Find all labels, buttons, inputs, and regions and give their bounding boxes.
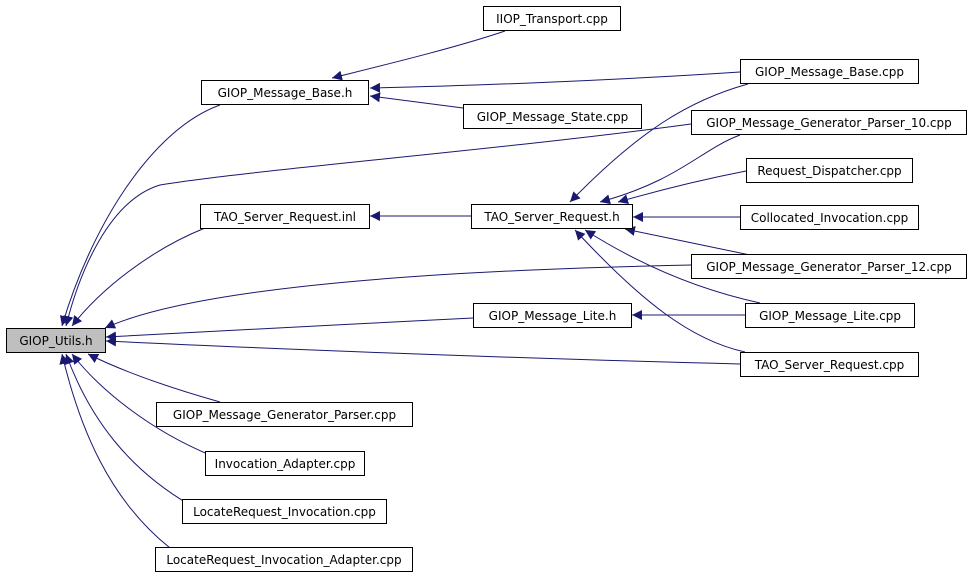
edge-invocation-adapter-cpp-to-giop-utils-h bbox=[71, 353, 211, 456]
node-label: TAO_Server_Request.inl bbox=[213, 210, 356, 224]
edge-giop-message-generator-parser-cpp-to-giop-utils-h bbox=[87, 353, 221, 403]
edge-iiop-transport-cpp-to-giop-message-base-h bbox=[331, 30, 506, 81]
edge-locaterequest-invocation-cpp-to-giop-utils-h bbox=[64, 353, 191, 506]
edge-tao-server-request-inl-to-giop-utils-h bbox=[71, 227, 206, 327]
node-label: GIOP_Message_Generator_Parser_10.cpp bbox=[706, 116, 952, 130]
node-giop-message-lite-cpp[interactable]: GIOP_Message_Lite.cpp bbox=[745, 303, 915, 328]
edge-giop-message-base-cpp-to-tao-server-request-h bbox=[569, 83, 749, 203]
edge-locaterequest-invocation-adapter-cpp-to-giop-utils-h bbox=[59, 353, 171, 549]
node-label: TAO_Server_Request.h bbox=[483, 210, 619, 224]
edge-giop-message-generator-parser-12-cpp-to-tao-server-request-h bbox=[624, 226, 751, 256]
node-label: GIOP_Message_Generator_Parser_12.cpp bbox=[706, 260, 952, 274]
node-label: GIOP_Message_Lite.cpp bbox=[759, 309, 901, 323]
edge-giop-message-state-cpp-to-giop-message-base-h bbox=[369, 92, 464, 109]
edge-tao-server-request-cpp-to-tao-server-request-h bbox=[574, 229, 746, 353]
node-locaterequest-invocation-cpp[interactable]: LocateRequest_Invocation.cpp bbox=[182, 499, 387, 524]
dependency-edges bbox=[59, 30, 761, 549]
node-label: Collocated_Invocation.cpp bbox=[751, 211, 909, 225]
node-label: GIOP_Message_Base.h bbox=[218, 86, 353, 100]
node-label: Invocation_Adapter.cpp bbox=[215, 457, 356, 471]
node-label: Request_Dispatcher.cpp bbox=[757, 164, 901, 178]
edge-tao-server-request-cpp-to-giop-utils-h bbox=[105, 336, 741, 365]
node-iiop-transport-cpp[interactable]: IIOP_Transport.cpp bbox=[483, 6, 621, 31]
edge-giop-message-lite-cpp-to-tao-server-request-h bbox=[584, 229, 761, 304]
node-giop-message-generator-parser-cpp[interactable]: GIOP_Message_Generator_Parser.cpp bbox=[156, 402, 413, 427]
node-label: GIOP_Utils.h bbox=[19, 334, 92, 348]
node-giop-message-base-cpp[interactable]: GIOP_Message_Base.cpp bbox=[740, 59, 919, 84]
node-giop-utils-h[interactable]: GIOP_Utils.h bbox=[6, 328, 106, 353]
node-tao-server-request-inl[interactable]: TAO_Server_Request.inl bbox=[200, 204, 370, 229]
node-request-dispatcher-cpp[interactable]: Request_Dispatcher.cpp bbox=[746, 158, 913, 183]
node-giop-message-lite-h[interactable]: GIOP_Message_Lite.h bbox=[473, 303, 632, 328]
node-giop-message-state-cpp[interactable]: GIOP_Message_State.cpp bbox=[463, 104, 642, 129]
edge-giop-message-base-h-to-giop-utils-h bbox=[60, 104, 221, 327]
edge-giop-message-lite-h-to-giop-utils-h bbox=[105, 317, 474, 342]
node-locaterequest-invocation-adapter-cpp[interactable]: LocateRequest_Invocation_Adapter.cpp bbox=[155, 547, 413, 572]
node-giop-message-generator-parser-12-cpp[interactable]: GIOP_Message_Generator_Parser_12.cpp bbox=[691, 254, 967, 279]
node-label: GIOP_Message_Generator_Parser.cpp bbox=[173, 408, 396, 422]
node-label: GIOP_Message_Base.cpp bbox=[755, 65, 904, 79]
edge-giop-message-base-cpp-to-giop-message-base-h bbox=[369, 71, 741, 93]
edge-giop-message-generator-parser-10-cpp-to-giop-utils-h bbox=[63, 123, 692, 327]
node-label: GIOP_Message_Lite.h bbox=[489, 309, 617, 323]
node-tao-server-request-cpp[interactable]: TAO_Server_Request.cpp bbox=[740, 352, 919, 377]
node-label: TAO_Server_Request.cpp bbox=[754, 358, 905, 372]
edge-giop-message-generator-parser-10-cpp-to-tao-server-request-h bbox=[599, 134, 741, 205]
node-tao-server-request-h[interactable]: TAO_Server_Request.h bbox=[471, 204, 633, 229]
node-label: LocateRequest_Invocation.cpp bbox=[193, 505, 376, 519]
edge-request-dispatcher-cpp-to-tao-server-request-h bbox=[617, 170, 747, 205]
node-collocated-invocation-cpp[interactable]: Collocated_Invocation.cpp bbox=[740, 205, 919, 230]
node-giop-message-base-h[interactable]: GIOP_Message_Base.h bbox=[201, 80, 369, 105]
node-label: LocateRequest_Invocation_Adapter.cpp bbox=[166, 553, 401, 567]
edge-giop-message-generator-parser-12-cpp-to-giop-utils-h bbox=[104, 264, 692, 329]
node-giop-message-generator-parser-10-cpp[interactable]: GIOP_Message_Generator_Parser_10.cpp bbox=[691, 110, 967, 135]
node-label: IIOP_Transport.cpp bbox=[496, 12, 608, 26]
node-invocation-adapter-cpp[interactable]: Invocation_Adapter.cpp bbox=[205, 451, 365, 476]
node-label: GIOP_Message_State.cpp bbox=[477, 110, 629, 124]
